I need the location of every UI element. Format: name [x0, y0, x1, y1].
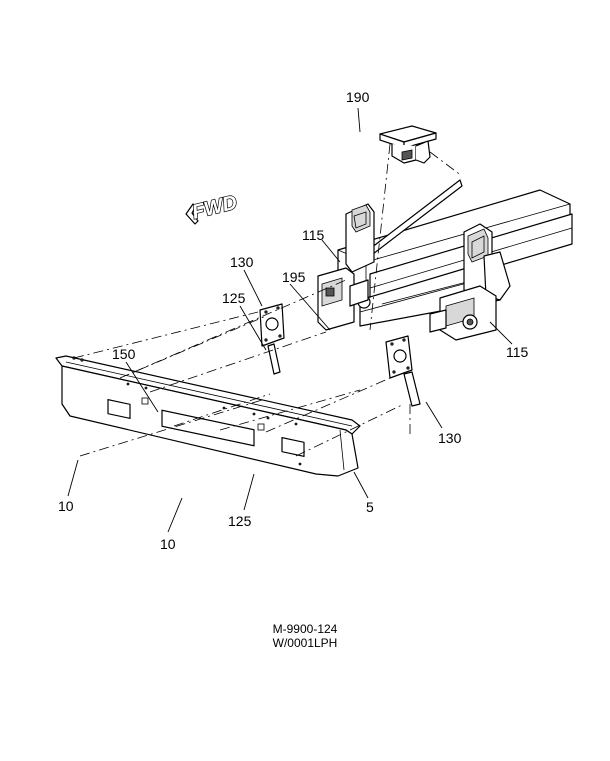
callout-150: 150	[112, 346, 136, 362]
callout-190: 190	[346, 89, 370, 105]
callout-125-upper: 125	[222, 290, 246, 306]
callout-10-lower: 10	[160, 536, 176, 552]
drawing-variant: W/0001LPH	[272, 636, 338, 650]
drawing-number: M-9900-124	[272, 622, 338, 636]
alignment-lines	[73, 143, 463, 457]
callout-5: 5	[366, 499, 374, 515]
forward-arrow-icon	[185, 203, 199, 225]
callout-115-left: 115	[302, 227, 325, 243]
part-130-left-plate	[259, 303, 285, 375]
part-115-right-bracket	[429, 223, 511, 341]
callout-115-right: 115	[506, 344, 529, 360]
callout-195: 195	[282, 269, 306, 285]
part-115-left-bracket	[317, 203, 375, 331]
callout-10-left: 10	[58, 498, 74, 514]
leader-lines	[67, 107, 513, 533]
figure-caption: M-9900-124 W/0001LPH	[0, 622, 610, 650]
callout-130-left: 130	[230, 254, 254, 270]
callout-130-right: 130	[438, 430, 462, 446]
part-5-bumper	[55, 355, 361, 477]
part-190-bracket	[379, 125, 437, 164]
forward-direction-indicator: FWD	[185, 191, 240, 225]
part-130-right-plate	[385, 335, 421, 407]
callout-125-lower: 125	[228, 513, 252, 529]
forward-label: FWD	[190, 191, 240, 223]
